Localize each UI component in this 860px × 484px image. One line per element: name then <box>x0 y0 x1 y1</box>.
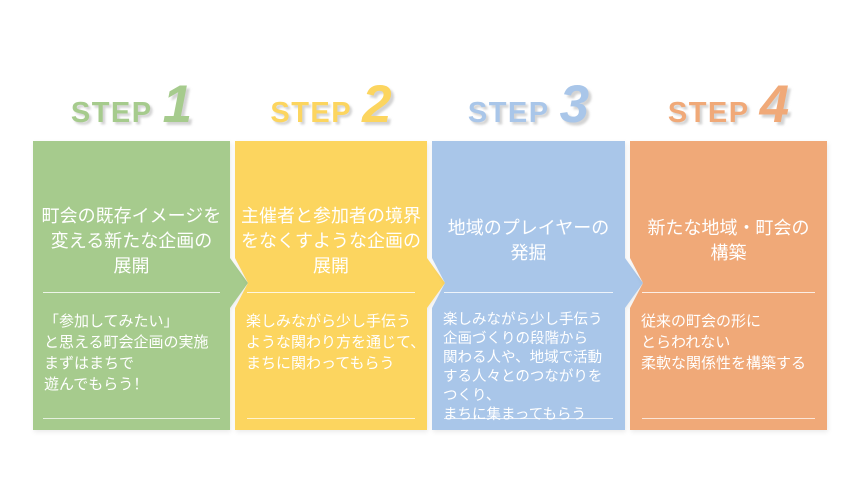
step1-panel: 町会の既存イメージを 変える新たな企画の 展開 「参加してみたい」 と思える町会… <box>33 141 248 430</box>
step2-label: STEP <box>270 97 353 129</box>
step4-divider <box>642 292 815 293</box>
step2-arrow-shape <box>235 141 445 430</box>
step4-arrow-shape <box>630 141 827 430</box>
step1-number: 1 <box>162 75 193 134</box>
step1-divider <box>43 292 220 293</box>
step1-label: STEP <box>70 97 153 129</box>
step1-arrow-shape <box>33 141 248 430</box>
step4-title: 新たな地域・町会の 構築 <box>647 218 810 263</box>
step4-number: 4 <box>759 75 790 134</box>
step4-panel: 新たな地域・町会の 構築 従来の町会の形に とらわれない 柔軟な関係性を構築する <box>630 141 827 430</box>
step2-panel: 主催者と参加者の境界 をなくすような企画の 展開 楽しみながら少し手伝う ような… <box>235 141 445 430</box>
step1-bottom-divider <box>43 418 220 419</box>
step1-title: 町会の既存イメージを 変える新たな企画の 展開 <box>41 205 222 276</box>
step2-divider <box>247 292 415 293</box>
step2-bottom-divider <box>247 418 415 419</box>
step4-body: 従来の町会の形に とらわれない 柔軟な関係性を構築する <box>641 313 807 372</box>
step3-body: 楽しみながら少し手伝う 企画づくりの段階から 関わる人や、地域で活動 する人々と… <box>443 312 603 423</box>
step4-label: STEP <box>667 97 750 129</box>
step3-bottom-divider <box>444 418 613 419</box>
step3-header: STEP 3 <box>432 74 625 136</box>
step3-arrow-shape <box>432 141 643 430</box>
step3-number: 3 <box>559 75 590 134</box>
step3-label: STEP <box>467 97 550 129</box>
step3-title: 地域のプレイヤーの 発掘 <box>447 218 610 263</box>
step3-divider <box>444 292 613 293</box>
step4-bottom-divider <box>642 418 815 419</box>
step3-panel: 地域のプレイヤーの 発掘 楽しみながら少し手伝う 企画づくりの段階から 関わる人… <box>432 141 643 430</box>
step2-number: 2 <box>362 75 392 134</box>
step2-body: 楽しみながら少し手伝う ような関わり方を通じて、 まちに関わってもらう <box>246 313 426 372</box>
step1-header: STEP 1 <box>33 74 230 136</box>
step4-header: STEP 4 <box>630 74 827 136</box>
step2-header: STEP 2 <box>235 74 427 136</box>
step2-title: 主催者と参加者の境界 をなくすような企画の 展開 <box>241 205 421 276</box>
step1-body: 「参加してみたい」 と思える町会企画の実施 まずはまちで 遊んでもらう！ <box>44 313 209 393</box>
